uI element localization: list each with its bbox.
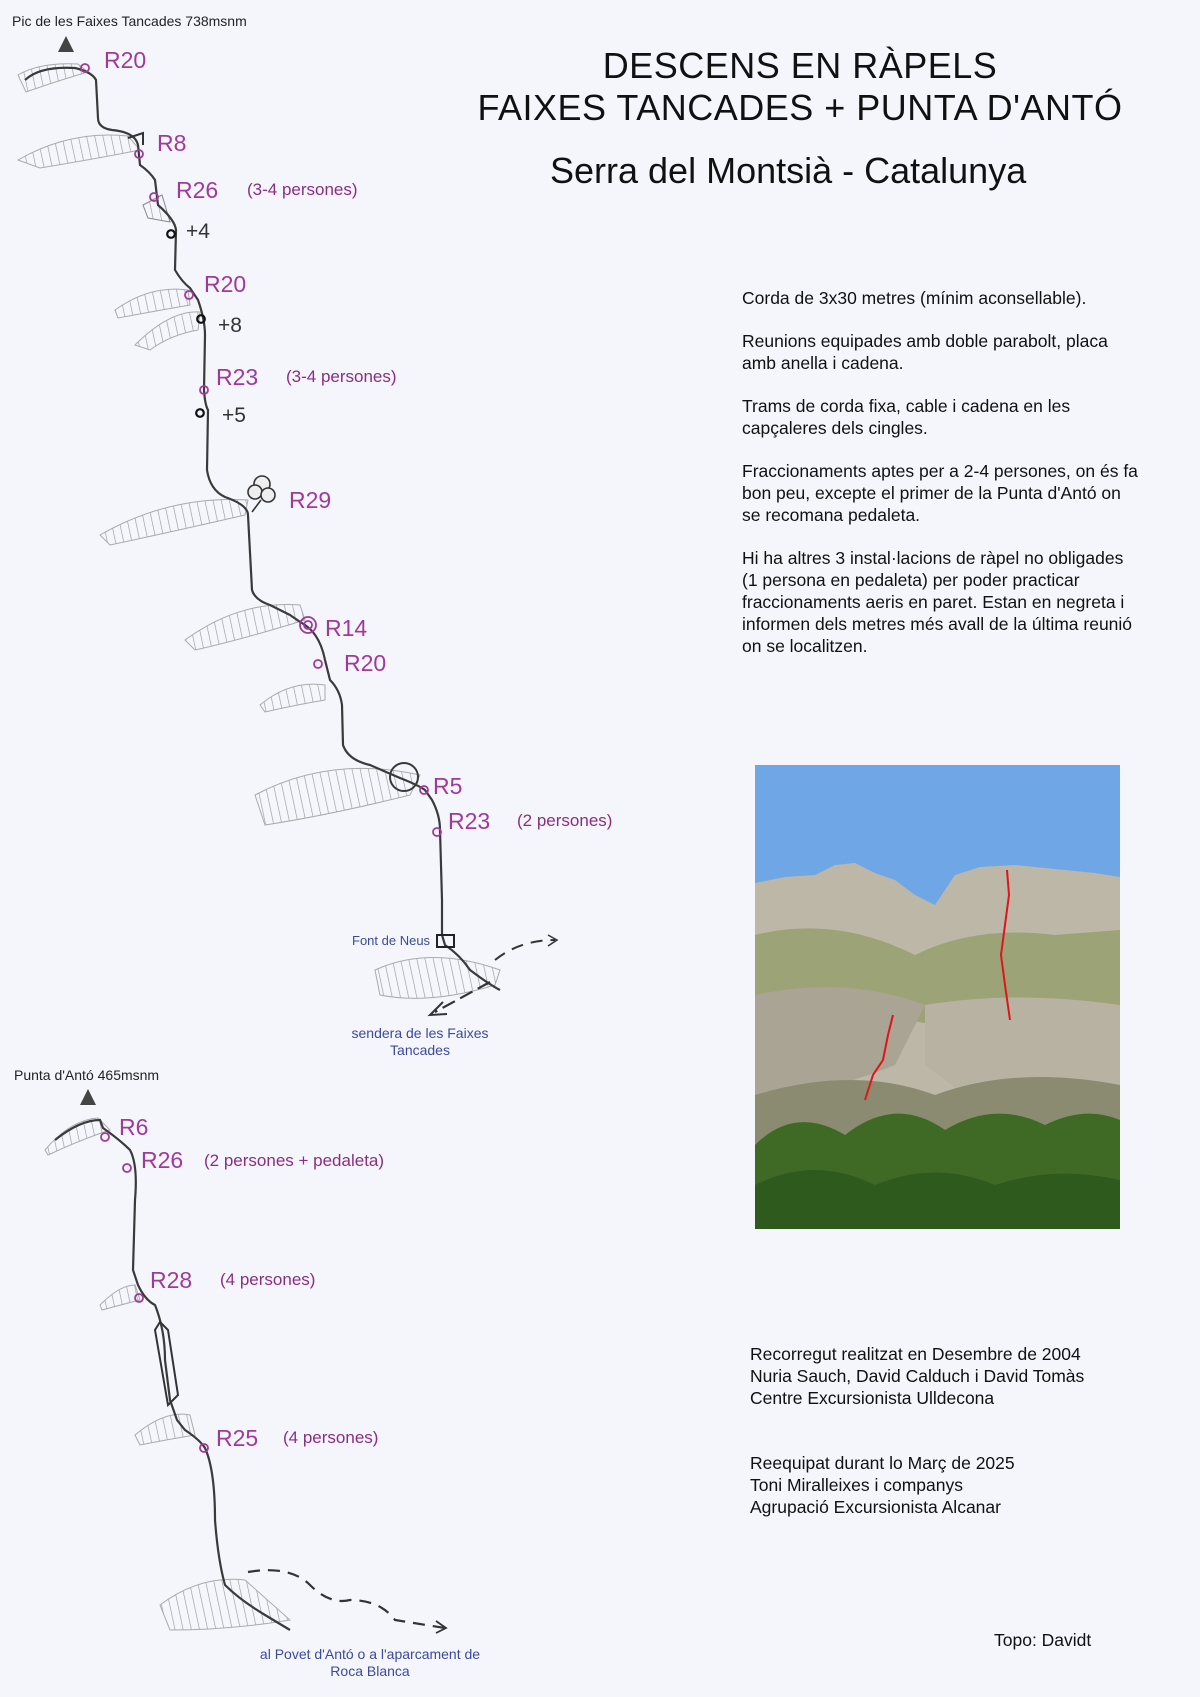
fraction-label: +4 <box>186 220 210 243</box>
topo-author: Topo: Davidt <box>994 1630 1092 1650</box>
fraction-label: +8 <box>218 314 242 337</box>
info-paragraph: Reunions equipades amb doble parabolt, p… <box>742 331 1108 373</box>
info-text: Corda de 3x30 metres (mínim aconsellable… <box>742 287 1142 678</box>
credit-line: Agrupació Excursionista Alcanar <box>750 1497 1001 1517</box>
ledges-upper <box>16 63 501 999</box>
rappel-note: (3-4 persones) <box>286 367 397 386</box>
descent-line-lower <box>54 1118 291 1631</box>
rappel-label: R14 <box>325 615 368 641</box>
rappel-label: R20 <box>204 271 247 297</box>
info-paragraph: Trams de corda fixa, cable i cadena en l… <box>742 396 1071 438</box>
fraction-anchors <box>166 229 206 418</box>
rappel-note: (4 persones) <box>220 1270 316 1289</box>
credits-second: Reequipat durant lo Març de 2025 Toni Mi… <box>750 1452 1015 1518</box>
trail-label-upper: sendera de les Faixes Tancades <box>351 1025 489 1058</box>
peak-label-lower: Punta d'Antó 465msnm <box>14 1067 160 1083</box>
info-paragraph: Hi ha altres 3 instal·lacions de ràpel n… <box>742 548 1133 656</box>
summit-icon <box>58 36 74 52</box>
trail-arrow-east <box>494 939 556 961</box>
credits-first: Recorregut realitzat en Desembre de 2004… <box>750 1343 1084 1409</box>
anchor-markers <box>80 63 442 1453</box>
rappel-label: R28 <box>150 1267 193 1293</box>
rappel-label: R6 <box>119 1114 149 1140</box>
rappel-note: (2 persones) <box>517 811 613 830</box>
rappel-label: R20 <box>344 650 387 676</box>
mountain-photo <box>755 765 1120 1229</box>
credit-line: Nuria Sauch, David Calduch i David Tomàs <box>750 1366 1085 1386</box>
tree-icon <box>247 475 276 513</box>
fraction-label: +5 <box>222 404 246 427</box>
info-paragraph: Fraccionaments aptes per a 2-4 persones,… <box>742 461 1138 525</box>
ledges-lower <box>44 1117 292 1631</box>
spring-label: Font de Neus <box>352 933 431 948</box>
rappel-label: R23 <box>216 364 259 390</box>
trail-arrow-lower <box>247 1569 446 1630</box>
rappel-label: R29 <box>289 487 332 513</box>
rappel-label: R23 <box>448 808 491 834</box>
trail-arrow-west <box>434 981 491 1013</box>
rappel-label: R5 <box>433 773 463 799</box>
spring-box <box>436 934 455 948</box>
credit-line: Toni Miralleixes i companys <box>750 1475 963 1495</box>
rappel-label: R25 <box>216 1425 259 1451</box>
descent-line-upper <box>24 66 501 991</box>
trail-label-lower: al Povet d'Antó o a l'aparcament de Roca… <box>259 1646 481 1679</box>
rappel-note: (2 persones + pedaleta) <box>204 1151 385 1170</box>
subtitle: Serra del Montsià - Catalunya <box>550 150 1027 191</box>
title-line-1: DESCENS EN RÀPELS <box>602 45 998 86</box>
rappel-label: R26 <box>141 1147 184 1173</box>
credit-line: Centre Excursionista Ulldecona <box>750 1388 995 1408</box>
r5-loop <box>389 762 419 792</box>
rappel-label: R8 <box>157 130 187 156</box>
rappel-label: R26 <box>176 177 219 203</box>
credit-line: Recorregut realitzat en Desembre de 2004 <box>750 1344 1081 1364</box>
rappel-note: (3-4 persones) <box>247 180 358 199</box>
peak-label-upper: Pic de les Faixes Tancades 738msnm <box>12 13 247 29</box>
summit-icon <box>80 1089 96 1105</box>
rappel-note: (4 persones) <box>283 1428 379 1447</box>
title-line-2: FAIXES TANCADES + PUNTA D'ANTÓ <box>477 87 1123 128</box>
info-paragraph: Corda de 3x30 metres (mínim aconsellable… <box>742 288 1087 308</box>
rappel-label: R20 <box>104 47 147 73</box>
credit-line: Reequipat durant lo Març de 2025 <box>750 1453 1015 1473</box>
